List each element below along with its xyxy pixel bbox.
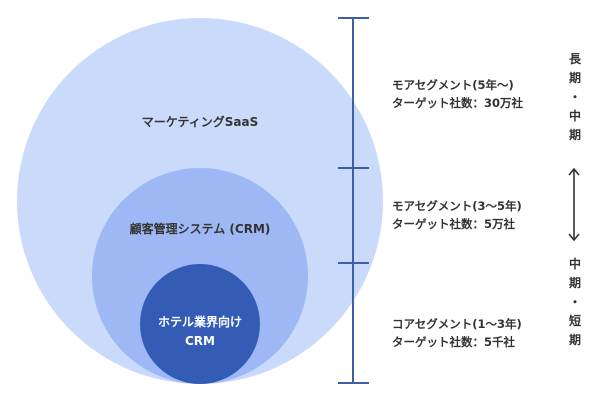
timeline-char: 長	[568, 52, 581, 66]
inner-circle-label-line1: ホテル業界向け	[157, 315, 243, 329]
inner-circle-label-line2: CRM	[185, 334, 215, 348]
middle-circle-label: 顧客管理システム (CRM)	[129, 222, 271, 236]
timeline-char: 短	[568, 314, 581, 328]
segment-more-mid: モアセグメント(3〜5年) ターゲット社数：5万社	[392, 197, 522, 233]
timeline-char: ・	[568, 90, 581, 104]
segment-core: コアセグメント(1〜3年) ターゲット社数：5千社	[392, 315, 522, 351]
timeline-char: 期	[568, 71, 581, 85]
segment-axis	[338, 17, 369, 384]
segment-name: コアセグメント(1〜3年)	[392, 317, 522, 331]
segment-target: ターゲット社数：5万社	[392, 217, 516, 231]
timeline-mid-short: 中 期 ・ 短 期	[566, 255, 584, 350]
timeline-char: ・	[568, 295, 581, 309]
segment-target: ターゲット社数：30万社	[392, 96, 524, 110]
timeline-char: 中	[568, 257, 581, 271]
segment-target: ターゲット社数：5千社	[392, 335, 516, 349]
segment-more-long: モアセグメント(5年〜) ターゲット社数：30万社	[392, 76, 523, 112]
timeline-char: 期	[568, 128, 581, 142]
segment-name: モアセグメント(3〜5年)	[392, 199, 522, 213]
timeline-char: 期	[568, 276, 581, 290]
timeline-char: 中	[568, 109, 581, 123]
segment-name: モアセグメント(5年〜)	[392, 78, 514, 92]
double-arrow-icon	[568, 167, 580, 242]
inner-circle	[140, 264, 260, 384]
timeline-char: 期	[568, 333, 581, 347]
outer-circle-label: マーケティングSaaS	[141, 115, 259, 129]
timeline-long-mid: 長 期 ・ 中 期	[566, 50, 584, 145]
